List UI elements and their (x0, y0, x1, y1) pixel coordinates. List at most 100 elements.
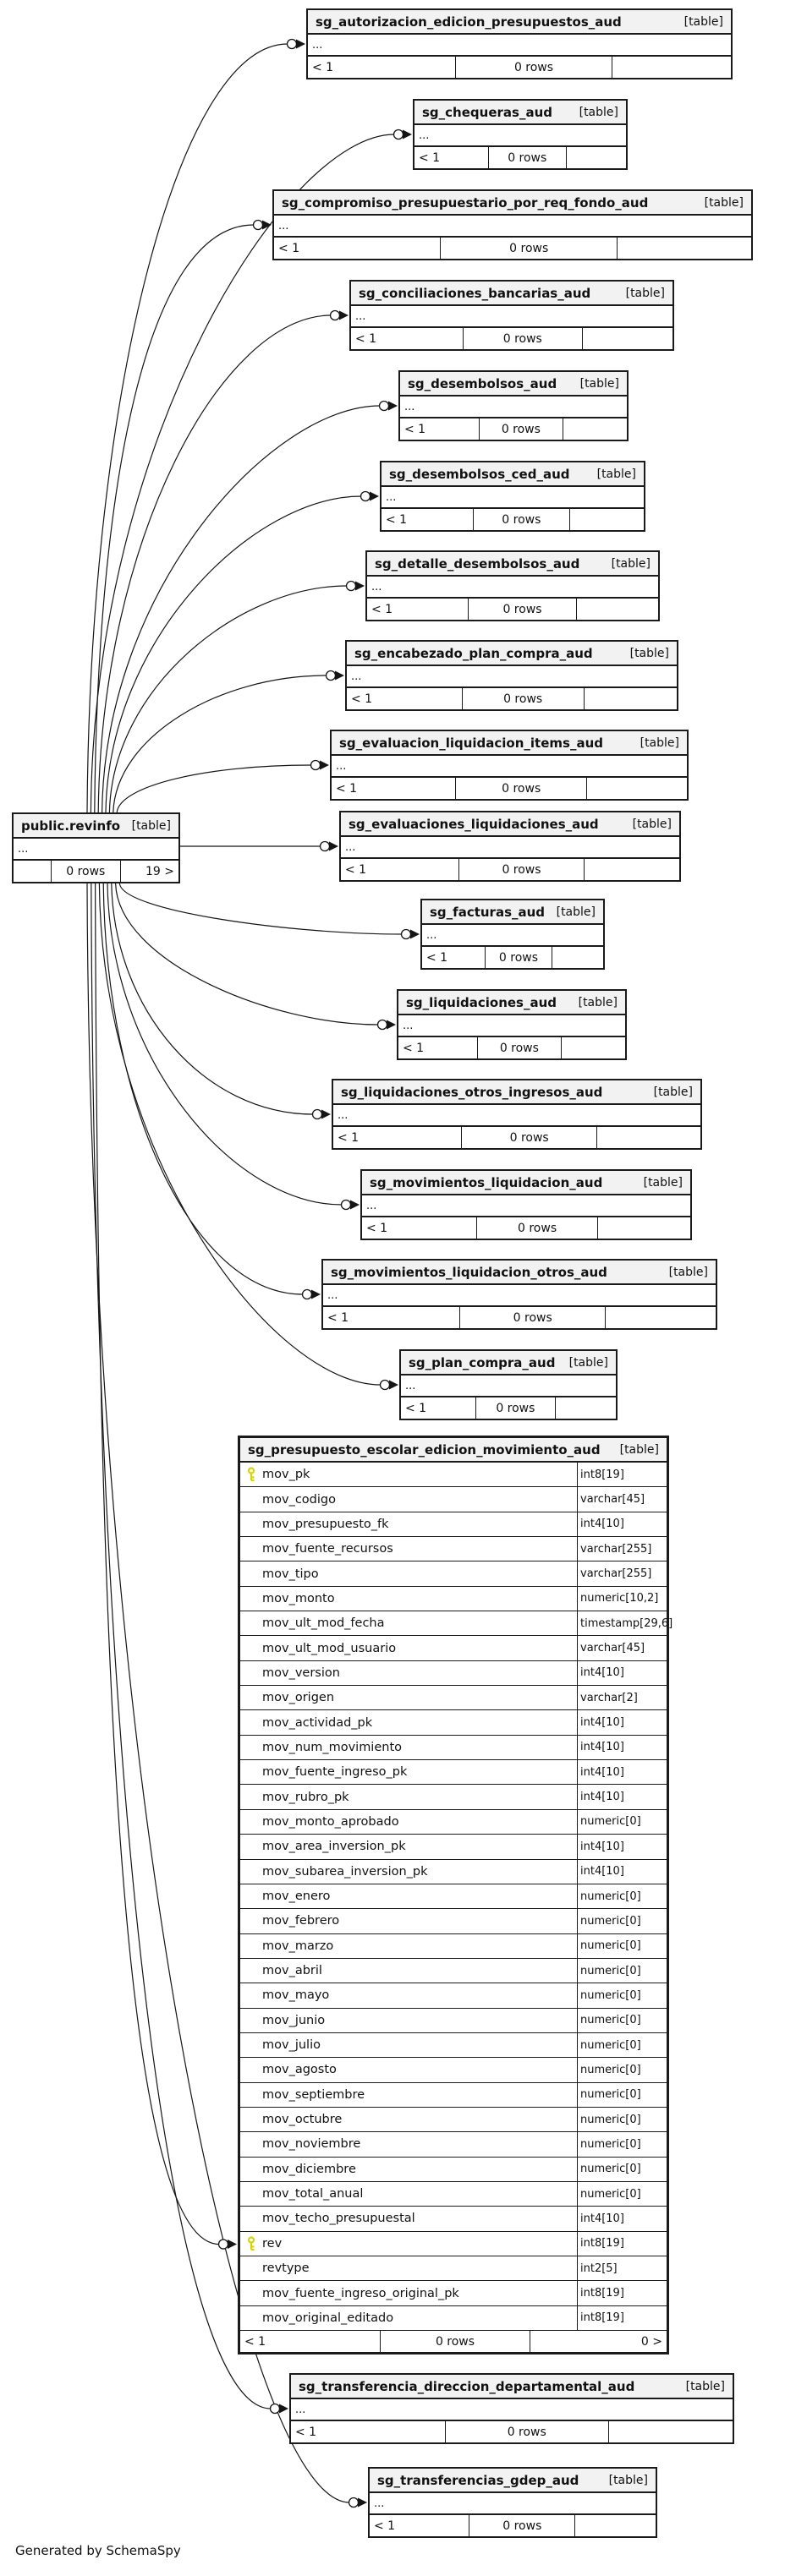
table-title[interactable]: sg_autorizacion_edicion_presupuestos_aud (316, 14, 622, 30)
table-sg_movimientos_liquidacion_otros_aud[interactable]: sg_movimientos_liquidacion_otros_aud[tab… (321, 1259, 717, 1330)
paging-prev[interactable]: < 1 (370, 2515, 470, 2536)
paging-prev[interactable]: < 1 (401, 1397, 476, 1419)
paging-prev[interactable]: < 1 (362, 1217, 477, 1239)
table-sg_transferencia_direccion_departamental_aud[interactable]: sg_transferencia_direccion_departamental… (289, 2373, 734, 2444)
table-title[interactable]: sg_desembolsos_ced_aud (389, 466, 570, 482)
paging-next[interactable] (585, 859, 679, 880)
summary-ellipsis-row: ... (367, 577, 658, 599)
table-title[interactable]: sg_detalle_desembolsos_aud (375, 555, 580, 572)
paging-prev[interactable]: < 1 (323, 1307, 461, 1328)
relationship-edge (115, 883, 379, 1025)
paging-next[interactable] (598, 1217, 690, 1239)
table-sg_conciliaciones_bancarias_aud[interactable]: sg_conciliaciones_bancarias_aud[table]..… (349, 280, 674, 351)
paging-next[interactable]: 0 > (640, 2334, 662, 2349)
table-title[interactable]: sg_encabezado_plan_compra_aud (354, 645, 593, 661)
paging-prev[interactable]: < 1 (422, 947, 486, 968)
table-sg_liquidaciones_otros_ingresos_aud[interactable]: sg_liquidaciones_otros_ingresos_aud[tabl… (332, 1079, 702, 1150)
paging-next[interactable] (552, 947, 603, 968)
table-sg_autorizacion_edicion_presupuestos_aud[interactable]: sg_autorizacion_edicion_presupuestos_aud… (306, 8, 733, 79)
table-sg_movimientos_liquidacion_aud[interactable]: sg_movimientos_liquidacion_aud[table]...… (360, 1169, 692, 1240)
empty-key-cell (240, 1611, 262, 1635)
paging-next[interactable] (567, 147, 626, 168)
paging-prev[interactable]: < 1 (400, 418, 480, 440)
zero-or-many-circle-icon (345, 580, 357, 592)
paging-prev[interactable]: < 1 (341, 859, 459, 880)
paging-prev[interactable]: < 1 (332, 778, 456, 799)
table-sg_evaluacion_liquidacion_items_aud[interactable]: sg_evaluacion_liquidacion_items_aud[tabl… (330, 730, 689, 801)
paging-next[interactable] (562, 1037, 625, 1058)
paging-next[interactable] (612, 57, 731, 78)
paging-prev[interactable]: < 1 (382, 509, 474, 530)
column-name: mov_presupuesto_fk (262, 1517, 389, 1531)
table-title[interactable]: sg_evaluacion_liquidacion_items_aud (339, 735, 603, 751)
paging-next[interactable]: 19 > (145, 864, 174, 878)
table-sg_encabezado_plan_compra_aud[interactable]: sg_encabezado_plan_compra_aud[table]...<… (345, 640, 678, 711)
table-title[interactable]: sg_evaluaciones_liquidaciones_aud (349, 816, 599, 832)
paging-prev[interactable] (14, 861, 52, 882)
empty-key-cell (240, 1736, 262, 1759)
paging-next[interactable] (587, 778, 687, 799)
table-sg_compromiso_presupuestario_por_req_fondo_aud[interactable]: sg_compromiso_presupuestario_por_req_fon… (272, 189, 753, 260)
paging-next[interactable] (570, 509, 644, 530)
summary-ellipsis: ... (327, 1288, 338, 1302)
paging-prev[interactable]: < 1 (398, 1037, 478, 1058)
paging-next[interactable] (563, 418, 627, 440)
table-title[interactable]: sg_liquidaciones_aud (406, 994, 557, 1010)
table-title[interactable]: sg_presupuesto_escolar_edicion_movimient… (248, 1441, 601, 1458)
table-sg_evaluaciones_liquidaciones_aud[interactable]: sg_evaluaciones_liquidaciones_aud[table]… (339, 811, 681, 882)
table-sg_presupuesto_escolar_edicion_movimiento_aud[interactable]: sg_presupuesto_escolar_edicion_movimient… (238, 1436, 672, 2355)
paging-prev[interactable]: < 1 (308, 57, 456, 78)
column-name: mov_version (262, 1665, 340, 1680)
table-title[interactable]: sg_movimientos_liquidacion_otros_aud (331, 1264, 607, 1280)
paging-next[interactable] (556, 1397, 616, 1419)
paging-prev[interactable]: < 1 (274, 238, 442, 259)
paging-prev[interactable]: < 1 (347, 688, 463, 709)
table-title[interactable]: sg_compromiso_presupuestario_por_req_fon… (282, 194, 649, 211)
table-title[interactable]: sg_chequeras_aud (422, 104, 552, 120)
paging-next[interactable] (597, 1127, 700, 1148)
paging-next[interactable] (585, 688, 677, 709)
summary-ellipsis-row: ... (351, 306, 672, 328)
paging-next[interactable] (609, 2421, 733, 2442)
relationship-edge (108, 585, 348, 813)
table-title[interactable]: sg_transferencia_direccion_departamental… (299, 2378, 635, 2394)
zero-or-many-circle-icon (310, 759, 321, 771)
paging-next[interactable] (583, 328, 672, 349)
table-title[interactable]: sg_movimientos_liquidacion_aud (370, 1174, 603, 1190)
paging-prev[interactable]: < 1 (351, 328, 464, 349)
table-title[interactable]: public.revinfo (21, 818, 121, 834)
paging-next[interactable] (606, 1307, 716, 1328)
paging-prev[interactable]: < 1 (333, 1127, 462, 1148)
empty-key-cell (240, 1835, 262, 1858)
paging-next[interactable] (577, 599, 658, 620)
table-title[interactable]: sg_transferencias_gdep_aud (377, 2472, 579, 2488)
arrowhead-connector-icon (321, 1109, 331, 1119)
column-type: int4[10] (577, 1710, 667, 1735)
paging-prev[interactable]: < 1 (291, 2421, 446, 2442)
paging-prev[interactable]: < 1 (414, 147, 489, 168)
table-title[interactable]: sg_desembolsos_aud (408, 375, 557, 391)
column-type: numeric[0] (577, 1933, 667, 1958)
table-title[interactable]: sg_conciliaciones_bancarias_aud (359, 285, 591, 301)
column-name: mov_septiembre (262, 2087, 365, 2102)
paging-prev[interactable]: < 1 (240, 2331, 382, 2353)
table-title[interactable]: sg_liquidaciones_otros_ingresos_aud (341, 1084, 603, 1100)
paging-next[interactable] (575, 2515, 656, 2536)
table-title[interactable]: sg_plan_compra_aud (409, 1354, 556, 1370)
paging-next[interactable] (618, 238, 751, 259)
paging-prev[interactable]: < 1 (367, 599, 469, 620)
table-title[interactable]: sg_facturas_aud (430, 904, 546, 920)
